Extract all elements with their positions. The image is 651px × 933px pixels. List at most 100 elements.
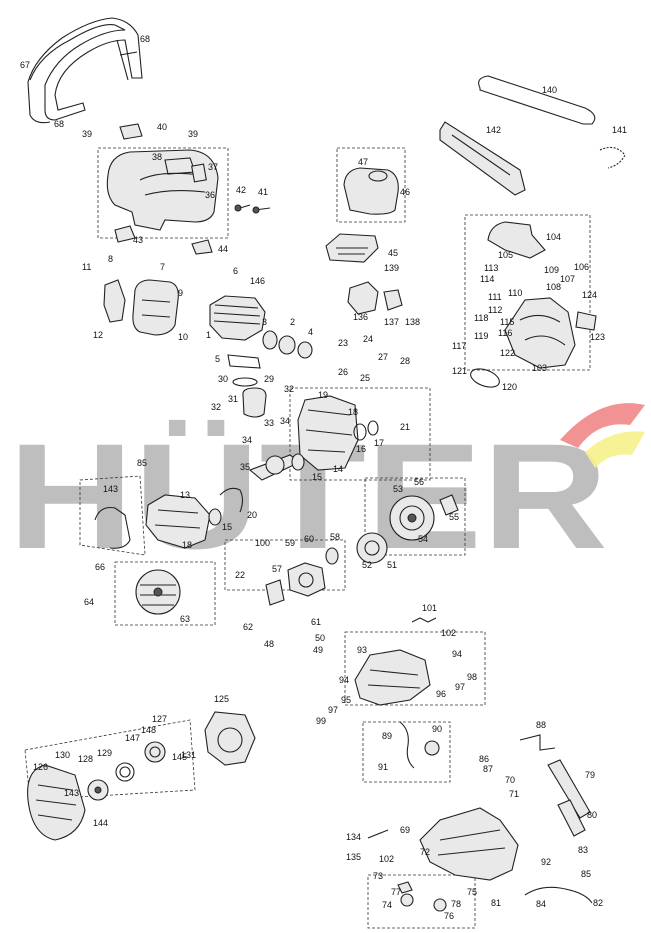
callout-22: 22 [235, 570, 245, 580]
callout-50: 50 [315, 633, 325, 643]
part-41-42-bolts [234, 204, 271, 214]
callout-138: 138 [405, 317, 420, 327]
part-89-90-throttle-link [399, 721, 440, 769]
callout-107: 107 [560, 274, 575, 284]
callout-113: 113 [484, 263, 498, 273]
callout-139: 139 [384, 263, 399, 273]
callout-44: 44 [218, 244, 228, 254]
callout-73: 73 [373, 871, 383, 881]
callout-21: 21 [400, 422, 410, 432]
callout-146: 146 [250, 276, 265, 286]
callout-145: 145 [172, 752, 187, 762]
callout-29: 29 [264, 374, 274, 384]
part-37-filter [191, 163, 207, 183]
callout-64: 64 [84, 597, 94, 607]
callout-12: 12 [93, 330, 103, 340]
callout-18: 18 [182, 540, 192, 550]
callout-71: 71 [509, 789, 519, 799]
callout-99: 99 [316, 716, 326, 726]
callout-127: 127 [152, 714, 167, 724]
callout-119: 119 [474, 331, 488, 341]
callout-121: 121 [452, 366, 467, 376]
callout-8: 8 [108, 254, 113, 264]
part-72-rear-handle [419, 807, 519, 881]
callout-93: 93 [357, 645, 367, 655]
callout-14: 14 [333, 464, 343, 474]
callout-49: 49 [313, 645, 323, 655]
callout-105: 105 [498, 250, 513, 260]
callout-16: 16 [356, 444, 366, 454]
callout-115: 115 [500, 317, 514, 327]
callout-27: 27 [378, 352, 388, 362]
part-46-tank-cap [343, 167, 399, 215]
part-16-17-seals [353, 420, 379, 441]
part-5-base-gasket [227, 354, 261, 369]
callout-46: 46 [400, 187, 410, 197]
callout-120: 120 [502, 382, 517, 392]
part-126-starter-cover [27, 764, 86, 841]
callout-45: 45 [388, 248, 398, 258]
callout-74: 74 [382, 900, 392, 910]
callout-80: 80 [587, 810, 597, 820]
part-20-oil-line [219, 487, 244, 513]
callout-57: 57 [272, 564, 282, 574]
part-15-bearing [291, 453, 305, 471]
callout-98: 98 [467, 672, 477, 682]
callout-129: 129 [97, 748, 112, 758]
callout-34: 34 [242, 435, 252, 445]
callout-126: 126 [33, 762, 48, 772]
part-79-80-trigger [547, 759, 591, 837]
callout-108: 108 [546, 282, 561, 292]
callout-72: 72 [420, 847, 430, 857]
callout-68: 68 [54, 119, 64, 129]
callout-97: 97 [328, 705, 338, 715]
callout-144: 144 [93, 818, 108, 828]
callout-2: 2 [290, 317, 295, 327]
callout-11: 11 [82, 262, 91, 272]
callout-66: 66 [95, 562, 105, 572]
callout-110: 110 [508, 288, 522, 298]
part-120-band [470, 368, 500, 388]
callout-143: 143 [64, 788, 79, 798]
callout-17: 17 [374, 438, 384, 448]
callout-143: 143 [103, 484, 118, 494]
callout-6: 6 [233, 266, 238, 276]
part-29-piston [242, 387, 267, 418]
callout-67: 67 [20, 60, 30, 70]
callout-97: 97 [455, 682, 465, 692]
callout-59: 59 [285, 538, 295, 548]
part-84-85-cable [524, 886, 593, 904]
callout-4: 4 [308, 327, 313, 337]
part-134-bolt [367, 829, 389, 839]
callout-114: 114 [480, 274, 494, 284]
callout-5: 5 [215, 354, 220, 364]
part-30-ring [232, 377, 258, 387]
part-51-sprocket [356, 532, 388, 564]
callout-104: 104 [546, 232, 561, 242]
callout-86: 86 [479, 754, 489, 764]
callout-87: 87 [483, 764, 493, 774]
callout-117: 117 [452, 341, 466, 351]
callout-23: 23 [338, 338, 348, 348]
callout-51: 51 [387, 560, 397, 570]
callout-92: 92 [541, 857, 551, 867]
callout-135: 135 [346, 852, 361, 862]
part-88-wire [519, 734, 556, 751]
part-8-heat-shield [103, 279, 126, 323]
callout-85: 85 [137, 458, 147, 468]
callout-96: 96 [436, 689, 446, 699]
callout-102: 102 [441, 628, 456, 638]
callout-85: 85 [581, 869, 591, 879]
callout-13: 13 [180, 490, 190, 500]
callout-78: 78 [451, 899, 461, 909]
callout-111: 111 [488, 292, 502, 302]
callout-148: 148 [141, 725, 156, 735]
part-137-coil [383, 289, 403, 311]
callout-122: 122 [500, 348, 515, 358]
callout-61: 61 [311, 617, 321, 627]
part-93-rear-handle-part [354, 649, 431, 706]
callout-124: 124 [582, 290, 597, 300]
callout-7: 7 [160, 262, 165, 272]
part-13-crankcase-half [145, 494, 211, 549]
